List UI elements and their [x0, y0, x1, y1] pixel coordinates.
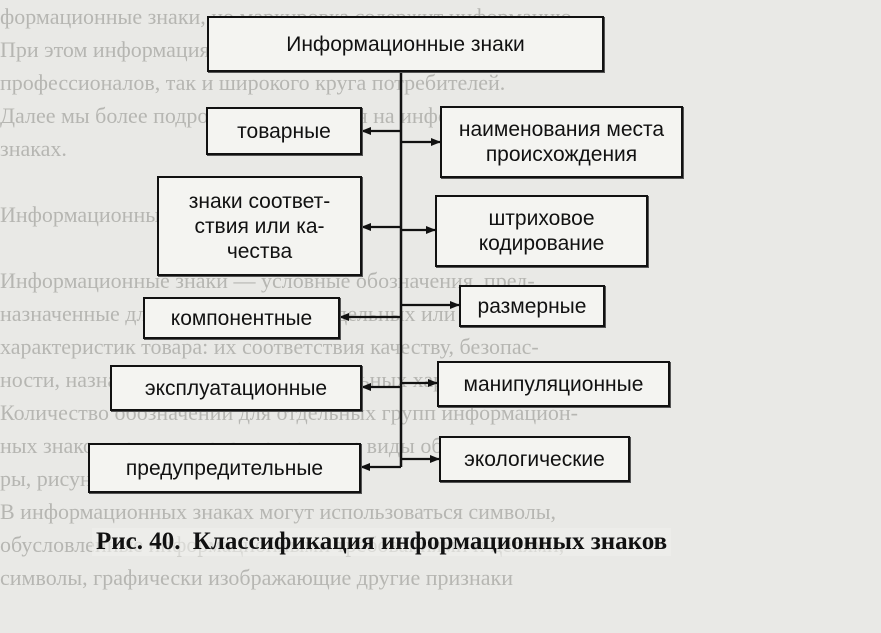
- right-box-4: манипуляционные: [437, 361, 670, 407]
- left-box-1: товарные: [206, 107, 362, 155]
- right-box-1: наименования места происхождения: [440, 106, 683, 178]
- left-box-1-label: товарные: [237, 119, 331, 143]
- caption-text: Классификация информационных знаков: [192, 528, 668, 555]
- left-box-5-label: предупредительные: [125, 456, 324, 480]
- root-box: Информационные знаки: [207, 16, 604, 72]
- left-box-2-label: знаки соответ- ствия или ка- чества: [188, 189, 331, 263]
- right-box-5: экологические: [439, 436, 630, 482]
- right-box-3-label: размерные: [477, 294, 587, 318]
- right-box-3: размерные: [459, 285, 605, 327]
- right-box-2-label: штриховое кодирование: [478, 207, 605, 255]
- root-label: Информационные знаки: [286, 32, 525, 56]
- left-box-3: компонентные: [143, 297, 340, 339]
- right-box-1-label: наименования места происхождения: [458, 118, 665, 166]
- right-box-5-label: экологические: [464, 447, 605, 471]
- left-box-4-label: эксплуатационные: [144, 376, 328, 400]
- left-box-5: предупредительные: [88, 443, 361, 493]
- left-box-2: знаки соответ- ствия или ка- чества: [157, 176, 362, 276]
- right-box-4-label: манипуляционные: [463, 372, 644, 396]
- caption-prefix: Рис. 40.: [96, 528, 181, 555]
- figure-caption: Рис. 40. Классификация информационных зн…: [92, 528, 672, 556]
- left-box-3-label: компонентные: [170, 306, 313, 330]
- right-box-2: штриховое кодирование: [435, 195, 648, 267]
- left-box-4: эксплуатационные: [110, 365, 362, 411]
